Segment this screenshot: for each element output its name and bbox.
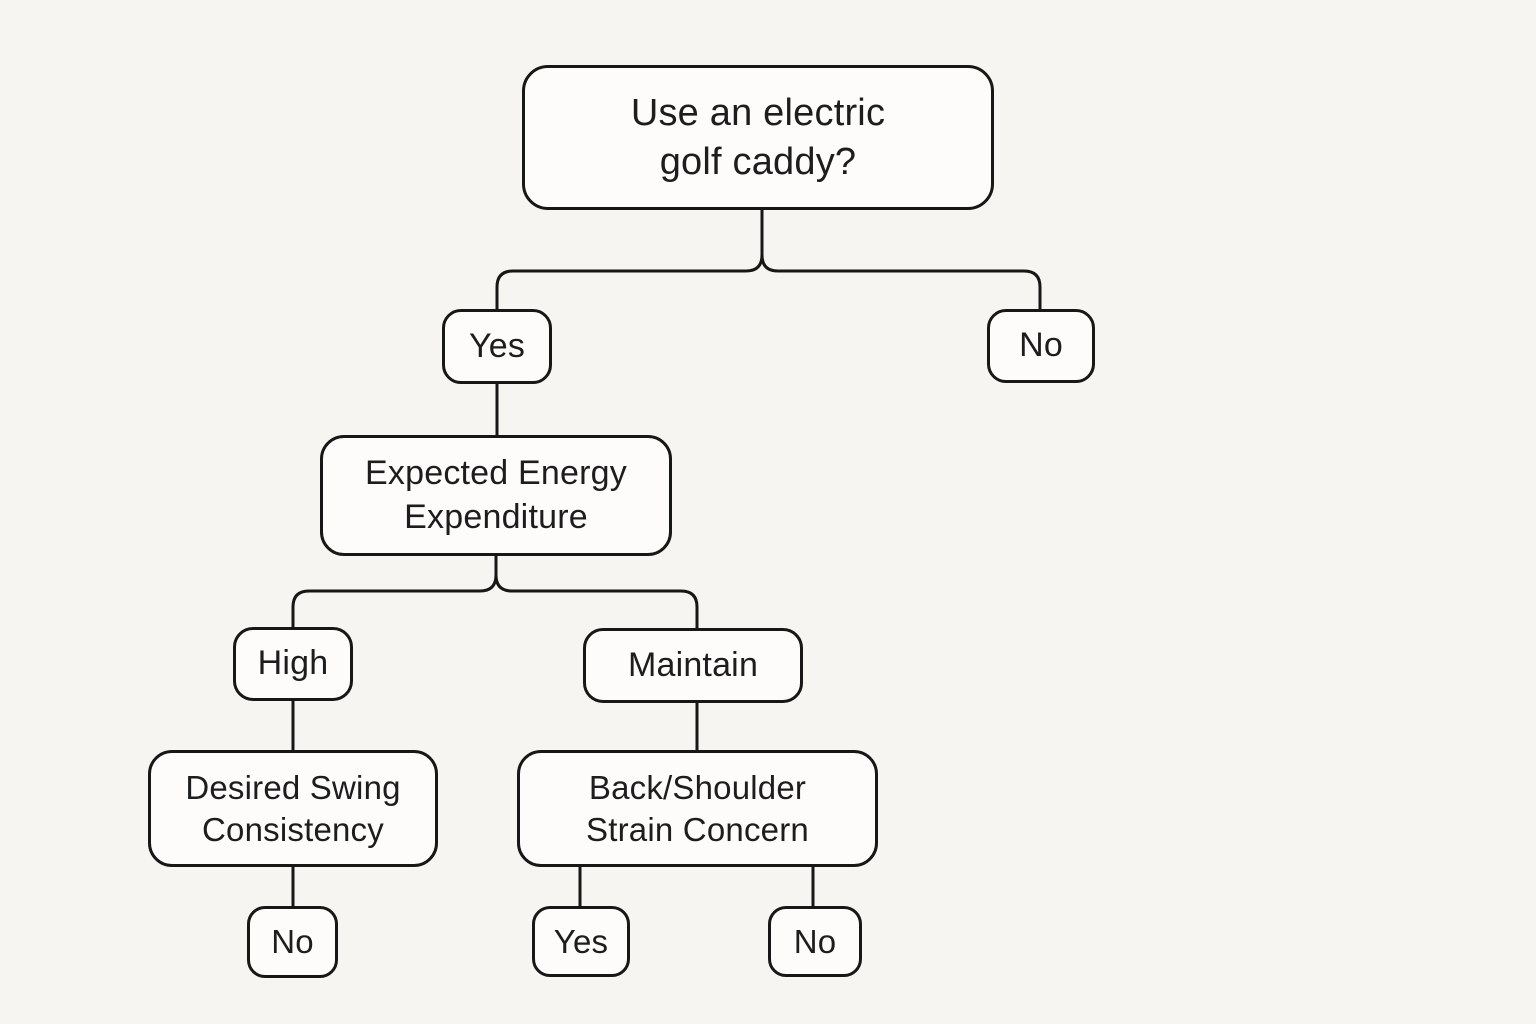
- edge-energy-maintain: [494, 556, 699, 628]
- node-desired-swing-consistency: Desired Swing Consistency: [148, 750, 438, 867]
- node-maintain-branch: Maintain: [583, 628, 803, 703]
- node-root-question: Use an electric golf caddy?: [522, 65, 994, 210]
- node-swing-no-leaf: No: [247, 906, 338, 978]
- node-back-shoulder-strain-concern: Back/Shoulder Strain Concern: [517, 750, 878, 867]
- edge-energy-high: [291, 556, 498, 627]
- edge-root-no: [760, 210, 1042, 309]
- node-strain-yes-leaf: Yes: [532, 906, 630, 977]
- node-no-branch: No: [987, 309, 1095, 383]
- edge-root-yes: [495, 210, 764, 309]
- node-high-branch: High: [233, 627, 353, 701]
- node-expected-energy-expenditure: Expected Energy Expenditure: [320, 435, 672, 556]
- node-strain-no-leaf: No: [768, 906, 862, 977]
- node-yes-branch: Yes: [442, 309, 552, 384]
